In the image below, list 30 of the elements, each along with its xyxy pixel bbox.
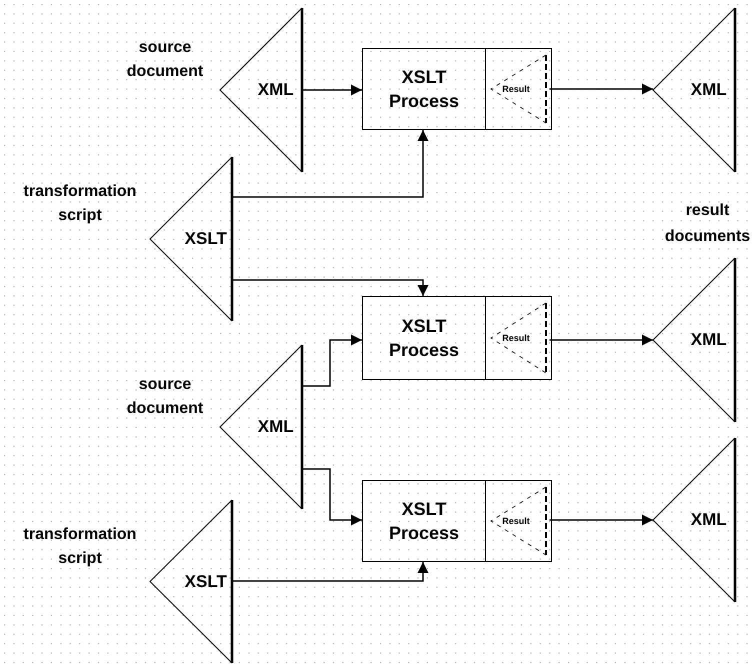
arrow <box>550 84 653 94</box>
format-label: XML <box>690 510 727 530</box>
group-caption: result documents <box>664 201 752 247</box>
process-label: XSLT Process <box>388 315 460 362</box>
arrow <box>302 334 362 387</box>
process-label: XSLT Process <box>388 66 460 113</box>
document-caption: transformation script <box>22 525 138 569</box>
document-caption: source document <box>126 38 204 82</box>
document-caption: transformation script <box>22 182 138 226</box>
document-caption: source document <box>126 375 204 419</box>
arrow <box>550 514 653 526</box>
format-label: XML <box>690 330 727 350</box>
arrow <box>550 334 653 346</box>
process-box <box>362 296 552 380</box>
result-label: Result <box>502 84 530 94</box>
format-label: XML <box>258 80 294 100</box>
arrow <box>302 468 362 526</box>
process-box <box>362 48 552 130</box>
format-label: XSLT <box>184 572 227 592</box>
result-label: Result <box>502 516 530 526</box>
process-label: XSLT Process <box>388 498 460 545</box>
format-label: XML <box>258 417 294 437</box>
format-label: XSLT <box>184 229 227 249</box>
process-box <box>362 480 552 562</box>
format-label: XML <box>690 80 727 100</box>
arrow <box>302 84 362 96</box>
result-label: Result <box>502 333 530 343</box>
arrow <box>232 562 428 582</box>
arrow <box>232 279 428 296</box>
arrow <box>232 130 428 198</box>
